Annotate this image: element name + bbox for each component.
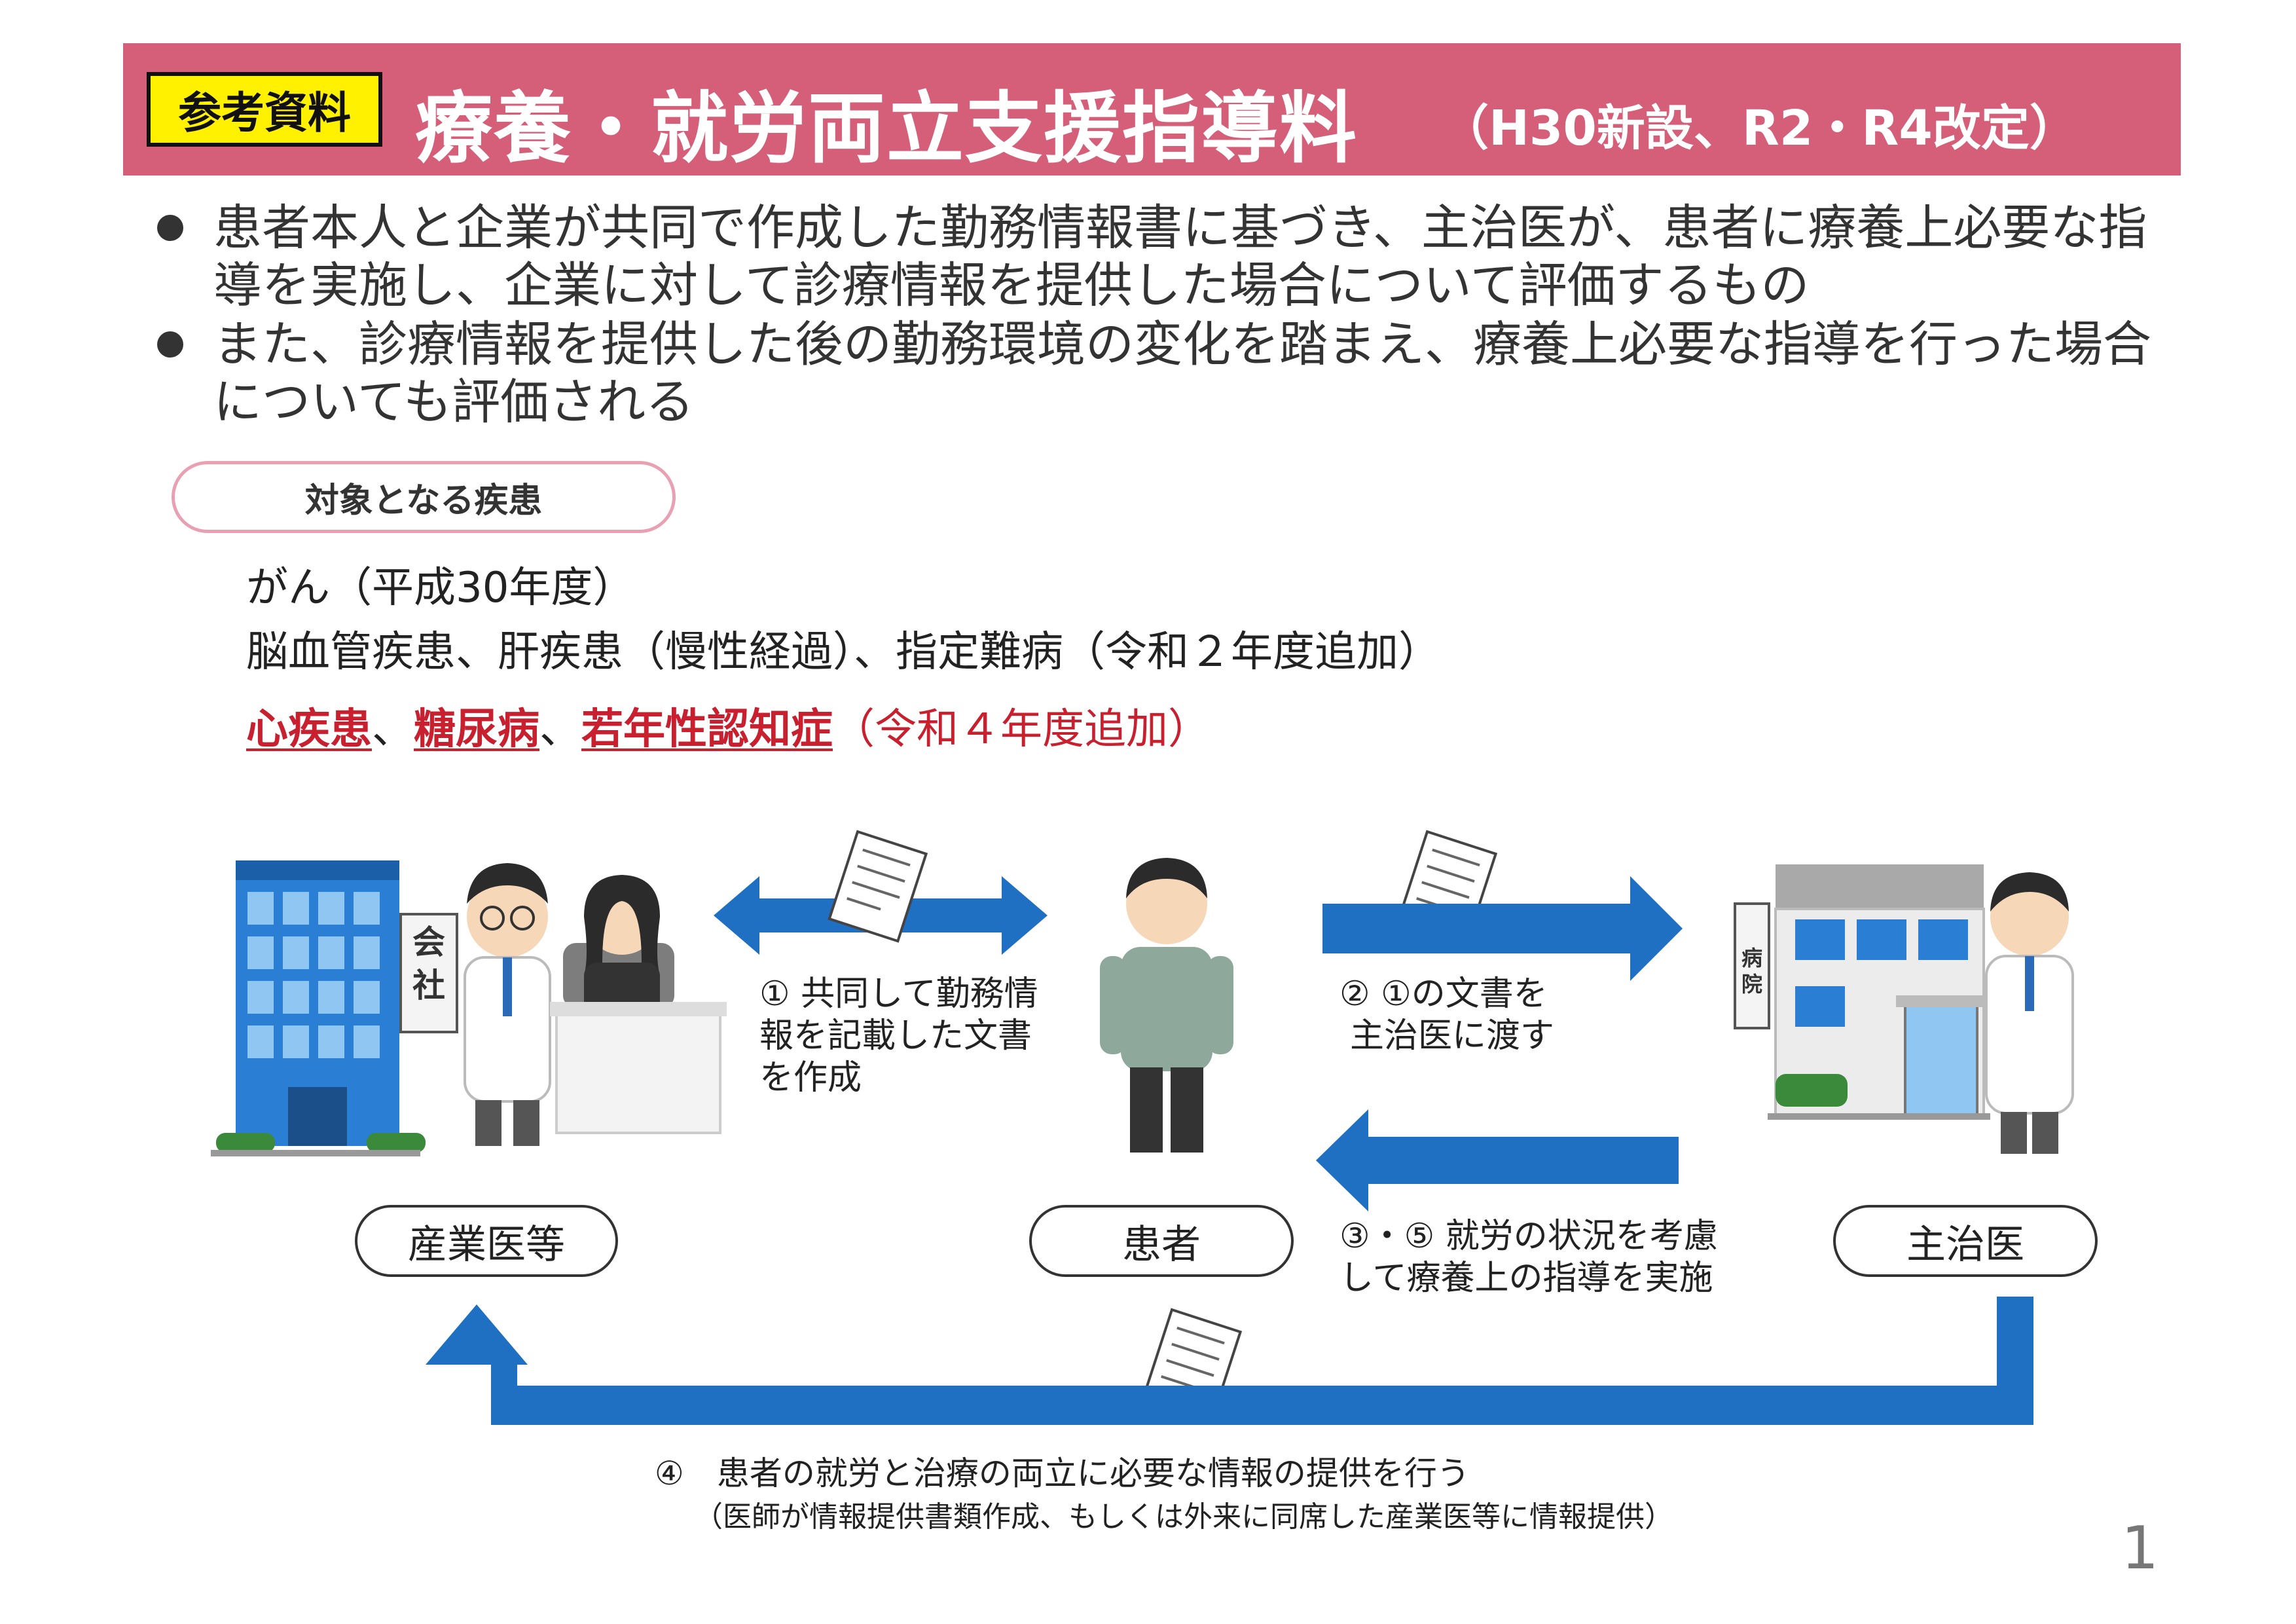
- reference-tag: 参考資料: [147, 72, 382, 147]
- node-attending-doctor: 主治医: [1833, 1205, 2098, 1277]
- disease-line-3: 心疾患、糖尿病、若年性認知症（令和４年度追加）: [246, 695, 1210, 756]
- step-3-label: ③・⑤ 就労の状況を考慮 して療養上の指導を実施: [1339, 1215, 1718, 1299]
- bullet-text: 患者本人と企業が共同で作成した勤務情報書に基づき、主治医が、患者に療養上必要な指…: [213, 200, 2147, 314]
- separator: 、: [539, 705, 581, 754]
- bullet-1: 患者本人と企業が共同で作成した勤務情報書に基づき、主治医が、患者に療養上必要な指…: [157, 199, 2147, 317]
- patient-icon: [1100, 858, 1233, 1153]
- step-1-line: を作成: [759, 1058, 862, 1098]
- company-sign-char-1: 会社: [412, 923, 445, 1005]
- page-number: 1: [2121, 1514, 2159, 1583]
- hospital-building-icon: [1768, 864, 1990, 1120]
- page-title: 療養・就労両立支援指導料: [415, 83, 1358, 174]
- node-patient: 患者: [1029, 1205, 1294, 1277]
- step-2-line: 主治医に渡す: [1350, 1016, 1555, 1056]
- node-occupational-doctor: 産業医等: [355, 1205, 618, 1277]
- step-1-label: ① 共同して勤務情 報を記載した文書 を作成: [759, 973, 1038, 1099]
- disease-dementia: 若年性認知症: [581, 705, 833, 754]
- disease-line-1: がん（平成30年度）: [246, 564, 635, 612]
- hospital-sign-text: 病院: [1741, 946, 1762, 997]
- company-building-icon: [211, 860, 426, 1156]
- step-4-note: （医師が情報提供書類作成、もしくは外来に同席した産業医等に情報提供）: [694, 1500, 1673, 1534]
- bullet-dot-icon: [157, 215, 183, 241]
- separator: 、: [372, 705, 414, 754]
- hospital-sign-icon: [1734, 902, 1770, 1029]
- company-sign-icon: [399, 913, 458, 1033]
- industrial-doctor-icon: [464, 863, 551, 1146]
- disease-heart: 心疾患: [246, 705, 372, 754]
- attending-doctor-icon: [1985, 872, 2074, 1154]
- step-4-label: ④ 患者の就労と治療の両立に必要な情報の提供を行う: [655, 1454, 1470, 1492]
- office-staff-icon: [550, 875, 727, 1134]
- title-banner: 参考資料 療養・就労両立支援指導料 （H30新設、R2・R4改定）: [123, 43, 2181, 175]
- step-3-line: して療養上の指導を実施: [1339, 1259, 1713, 1298]
- document-icon: [828, 830, 928, 943]
- disease-year-note: （令和４年度追加）: [833, 705, 1210, 754]
- arrow-to-patient: [1316, 1109, 1679, 1211]
- step-2-label: ② ①の文書を 主治医に渡す: [1339, 973, 1554, 1057]
- arrow-to-doctor: [1322, 876, 1683, 981]
- arrow-to-company: [426, 1297, 2033, 1425]
- disease-line-2: 脳血管疾患、肝疾患（慢性経過）、指定難病（令和２年度追加）: [246, 628, 1440, 676]
- step-2-line: ② ①の文書を: [1339, 974, 1548, 1014]
- step-3-line: ③・⑤ 就労の状況を考慮: [1339, 1217, 1718, 1256]
- page-subtitle: （H30新設、R2・R4改定）: [1440, 100, 2078, 157]
- target-disease-label: 対象となる疾患: [172, 461, 676, 533]
- bullet-dot-icon: [157, 331, 183, 358]
- bullet-2: また、診療情報を提供した後の勤務環境の変化を踏まえ、療養上必要な指導を行った場合…: [157, 316, 2151, 434]
- step-1-line: 報を記載した文書: [759, 1016, 1032, 1056]
- step-1-line: ① 共同して勤務情: [759, 974, 1038, 1014]
- disease-diabetes: 糖尿病: [414, 705, 539, 754]
- bullet-text: また、診療情報を提供した後の勤務環境の変化を踏まえ、療養上必要な指導を行った場合…: [213, 316, 2151, 430]
